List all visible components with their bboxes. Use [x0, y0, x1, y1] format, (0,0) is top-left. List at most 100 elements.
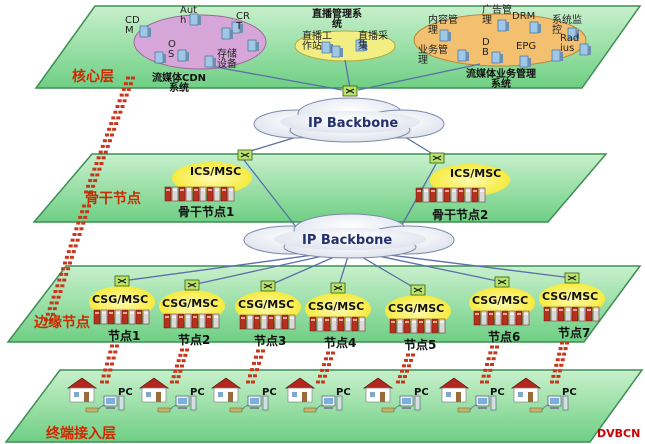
live-system-label: 直播管理系 统	[312, 9, 362, 30]
stb-icon	[157, 407, 171, 413]
edge-node-1-switch-icon	[114, 275, 130, 287]
house-icon	[287, 387, 313, 403]
pc-tower-icon	[336, 395, 343, 411]
live-device-icon	[355, 39, 367, 52]
cdn-device-icon	[231, 21, 243, 34]
connector-edge-7-to-access	[550, 341, 569, 384]
pc-label-5: PC	[414, 387, 429, 398]
access-group-3	[210, 377, 269, 413]
biz-system-label: 流媒体业务管理 系统	[466, 69, 536, 90]
stb-icon	[85, 407, 99, 413]
biz-item-radius: Rad ius	[560, 33, 580, 54]
access-group-5	[362, 377, 421, 413]
connector-edge-6-to-access	[480, 345, 499, 384]
stb-icon	[457, 407, 471, 413]
edge-node-7-name: 节点7	[558, 326, 591, 340]
pc-label-7: PC	[562, 387, 577, 398]
house-icon	[441, 387, 467, 403]
biz-device-icon	[551, 49, 563, 62]
connector-edge-2-to-access	[170, 348, 189, 384]
cdn-device-icon	[177, 49, 189, 62]
edge-node-5-server-rack	[389, 318, 446, 334]
pc-label-4: PC	[336, 387, 351, 398]
edge-node-5-server-label: CSG/MSC	[388, 302, 445, 315]
pc-tower-icon	[190, 395, 197, 411]
backbone-node-1-glow	[172, 162, 252, 194]
cdn-system-label: 流媒体CDN 系统	[152, 73, 207, 94]
stb-icon	[229, 407, 243, 413]
connector-edge-5-to-access	[396, 353, 415, 384]
biz-device-icon	[519, 55, 531, 68]
house-icon	[69, 387, 95, 403]
edge-node-4-server-rack	[309, 316, 366, 332]
edge-node-4-server-label: CSG/MSC	[308, 300, 365, 313]
pc-label-3: PC	[262, 387, 277, 398]
edge-node-6-server-label: CSG/MSC	[472, 294, 529, 307]
biz-item-monitor: 系统监 控	[552, 15, 582, 36]
house-icon	[365, 387, 391, 403]
live-item-workstation: 直播工 作站	[302, 31, 332, 52]
stb-icon	[303, 407, 317, 413]
biz-device-icon	[497, 19, 509, 32]
ip-backbone-label-upper: IP Backbone	[308, 116, 399, 131]
edge-node-1-server-rack	[93, 309, 150, 325]
edge-node-7-server-label: CSG/MSC	[542, 290, 599, 303]
pc-label-6: PC	[490, 387, 505, 398]
pc-tower-icon	[562, 395, 569, 411]
biz-item-drm: DRM	[512, 11, 536, 22]
cdn-device-icon	[247, 39, 259, 52]
backbone-layer-title: 骨干节点	[85, 191, 141, 207]
live-item-capture: 直播采 集	[358, 31, 388, 52]
connector-backbone-to-edge	[44, 204, 91, 322]
pc-tower-icon	[414, 395, 421, 411]
edge-node-2-server-label: CSG/MSC	[162, 297, 219, 310]
edge-node-5-switch-icon	[410, 284, 426, 296]
access-group-2	[138, 377, 197, 413]
edge-node-2-switch-icon	[184, 279, 200, 291]
core-layer-title: 核心层	[72, 69, 114, 85]
edge-node-1-name: 节点1	[108, 329, 141, 343]
access-group-1	[66, 377, 125, 413]
edge-node-4-name: 节点4	[324, 336, 357, 350]
connector-edge-1-to-access	[100, 344, 119, 384]
edge-node-2-name: 节点2	[178, 333, 211, 347]
house-icon	[213, 387, 239, 403]
cdn-device-icon	[204, 55, 216, 68]
stb-icon	[529, 407, 543, 413]
biz-device-icon	[567, 27, 579, 40]
backbone-node-1-name: 骨干节点1	[178, 205, 235, 219]
biz-device-icon	[579, 43, 591, 56]
biz-item-epg: EPG	[516, 41, 537, 52]
pc-tower-icon	[490, 395, 497, 411]
cdn-item-os: O S	[168, 39, 176, 60]
edge-node-7-switch-icon	[564, 272, 580, 284]
backbone-node-1-switch-icon	[237, 149, 253, 161]
backbone-layer-panel	[32, 153, 608, 223]
biz-device-icon	[439, 29, 451, 42]
access-layer-title: 终端接入层	[46, 426, 116, 442]
house-icon	[141, 387, 167, 403]
cdn-device-icon	[139, 25, 151, 38]
ip-backbone-cloud-upper	[253, 97, 445, 143]
backbone-node-1-server-rack	[164, 186, 235, 202]
connector-edge-3-to-access	[246, 349, 265, 384]
house-icon	[513, 387, 539, 403]
backbone-node-2-server-rack	[415, 187, 486, 203]
edge-layer-title: 边缘节点	[34, 315, 90, 331]
biz-item-content: 内容管 理	[428, 15, 458, 36]
biz-item-ads: 广告管 理	[482, 5, 512, 26]
ip-backbone-cloud-lower	[243, 213, 455, 259]
backbone-node-2-server-label: ICS/MSC	[450, 167, 502, 180]
edge-node-3-server-label: CSG/MSC	[238, 298, 295, 311]
layer-connectors	[44, 76, 569, 384]
biz-device-icon	[457, 49, 469, 62]
edge-node-6-switch-icon	[494, 276, 510, 288]
biz-system-ellipse	[413, 13, 587, 67]
edge-node-3-name: 节点3	[254, 334, 287, 348]
live-device-icon	[321, 41, 333, 54]
cdn-item-storage: 存储 设备	[217, 49, 237, 70]
edge-node-2-server-rack	[163, 313, 220, 329]
edge-node-7-server-rack	[543, 306, 600, 322]
